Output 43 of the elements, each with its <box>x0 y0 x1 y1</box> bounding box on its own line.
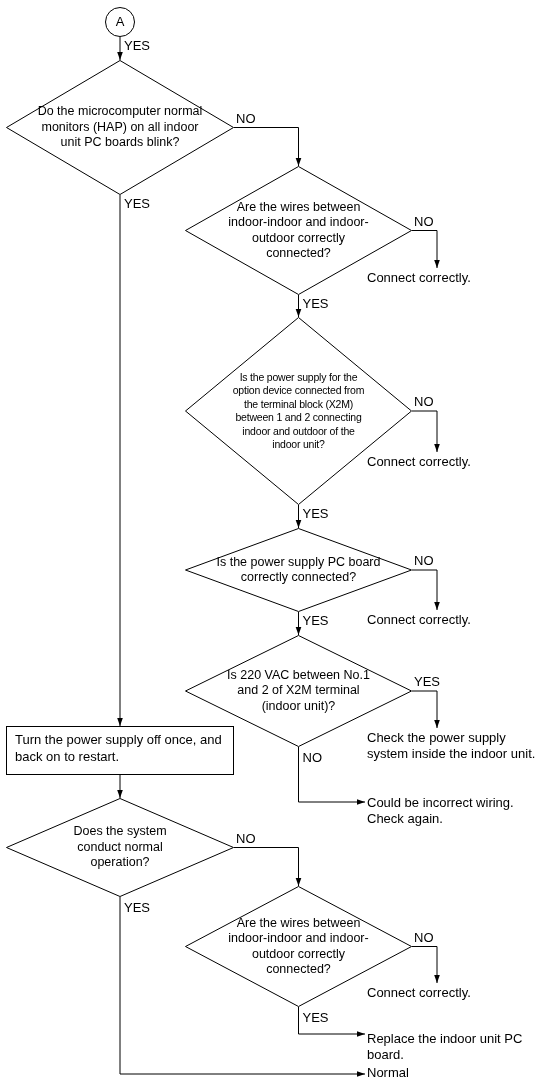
arrow <box>117 194 123 727</box>
arrow <box>117 774 123 799</box>
result-text: Normal <box>367 1065 487 1081</box>
arrow <box>411 410 440 453</box>
question-text: Is the power supply for the option device connected from the terminal block (X2M) between 1 and 2 connecting indoor and outdoor of the indoor unit? <box>231 370 366 452</box>
edge-label: YES <box>124 38 150 53</box>
arrow <box>411 569 440 611</box>
arrow <box>119 896 366 1077</box>
edge-label: YES <box>302 506 329 521</box>
arrow <box>295 294 302 318</box>
arrow <box>295 611 302 636</box>
result-text: Connect correctly. <box>367 985 537 1001</box>
arrow <box>411 230 440 269</box>
edge-label: YES <box>302 613 329 628</box>
arrow <box>411 946 440 984</box>
question-text: Is the power supply PC board correctly connected? <box>215 554 382 586</box>
arrow <box>233 847 302 887</box>
result-text: Replace the indoor unit PC board. <box>367 1031 539 1063</box>
arrow <box>411 690 440 729</box>
arrow <box>117 36 123 61</box>
result-text: Connect correctly. <box>367 454 537 470</box>
question-text: Do the microcomputer normal monitors (HAP) on all indoor unit PC boards blink? <box>37 104 203 151</box>
question-text: Are the wires between indoor-indoor and indoor-outdoor correctly connected? <box>227 915 370 978</box>
question-text: Are the wires between indoor-indoor and indoor-outdoor correctly connected? <box>227 199 370 262</box>
result-text: Connect correctly. <box>367 612 537 628</box>
edge-label: NO <box>414 553 434 568</box>
edge-label: NO <box>414 394 434 409</box>
question-text: Does the system conduct normal operation? <box>72 824 168 871</box>
edge-label: NO <box>302 750 322 765</box>
arrow <box>295 504 302 529</box>
result-text: Could be incorrect wiring. Check again. <box>367 795 517 827</box>
arrow <box>298 1006 366 1037</box>
edge-label: YES <box>124 196 150 211</box>
question-text: Is 220 VAC between No.1 and 2 of X2M terminal (indoor unit)? <box>226 667 371 715</box>
arrow <box>298 746 366 805</box>
result-text: Connect correctly. <box>367 270 537 286</box>
result-text: Check the power supply system inside the indoor unit. <box>367 730 539 762</box>
edge-label: YES <box>302 296 329 311</box>
edge-label: YES <box>124 900 150 915</box>
edge-label: YES <box>302 1010 329 1025</box>
process-box: Turn the power supply off once, and back on to restart. <box>6 726 234 775</box>
arrow <box>233 127 302 167</box>
edge-label: YES <box>414 674 440 689</box>
